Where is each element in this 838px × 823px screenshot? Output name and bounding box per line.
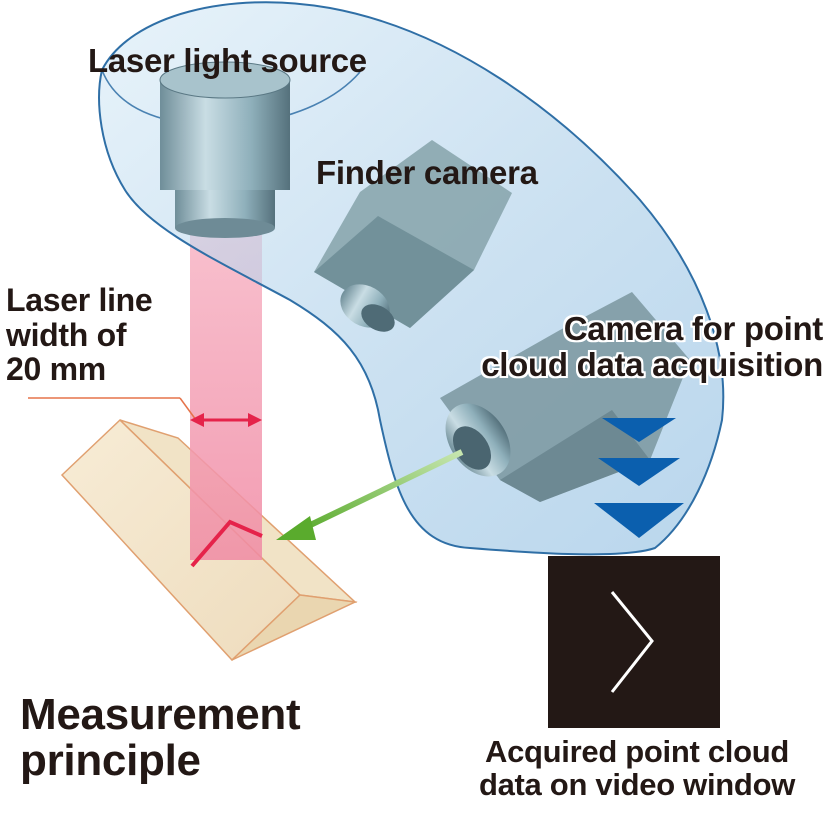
laser-width-label-line2: width of (6, 316, 127, 353)
measurement-principle-line2: principle (20, 735, 201, 785)
laser-width-label-line1: Laser line (6, 282, 153, 318)
laser-beam (190, 230, 263, 568)
point-cloud-camera (440, 292, 690, 502)
laser-width-label-line3: 20 mm (6, 351, 106, 388)
camera-point-cloud-label: Camera for point cloud data acquisition (468, 311, 823, 382)
acquired-data-line1: Acquired point cloud (485, 734, 789, 769)
measurement-principle-label: Measurement principle (20, 690, 301, 785)
laser-source-label: Laser light source (88, 42, 367, 79)
finder-camera-label: Finder camera (316, 154, 538, 191)
chevron-right-icon (610, 591, 654, 693)
video-window (548, 556, 720, 728)
camera-point-cloud-label-line1: Camera for point (563, 310, 824, 347)
acquired-data-label: Acquired point cloud data on video windo… (462, 735, 812, 802)
camera-point-cloud-label-line2: cloud data acquisition (481, 345, 823, 383)
triangle-down-icon (594, 503, 684, 538)
finder-camera-cube (314, 140, 512, 332)
triangle-down-icon (602, 418, 676, 442)
triangle-down-icon (598, 458, 680, 486)
laser-width-dimension (28, 397, 262, 427)
flow-triangles (594, 418, 684, 538)
laser-width-label: Laser line width of 20 mm (6, 282, 153, 388)
laser-source-cylinder (159, 61, 291, 238)
acquired-data-line2: data on video window (478, 767, 796, 803)
reflection-arrow (276, 449, 464, 540)
measurement-principle-line1: Measurement (20, 690, 301, 739)
